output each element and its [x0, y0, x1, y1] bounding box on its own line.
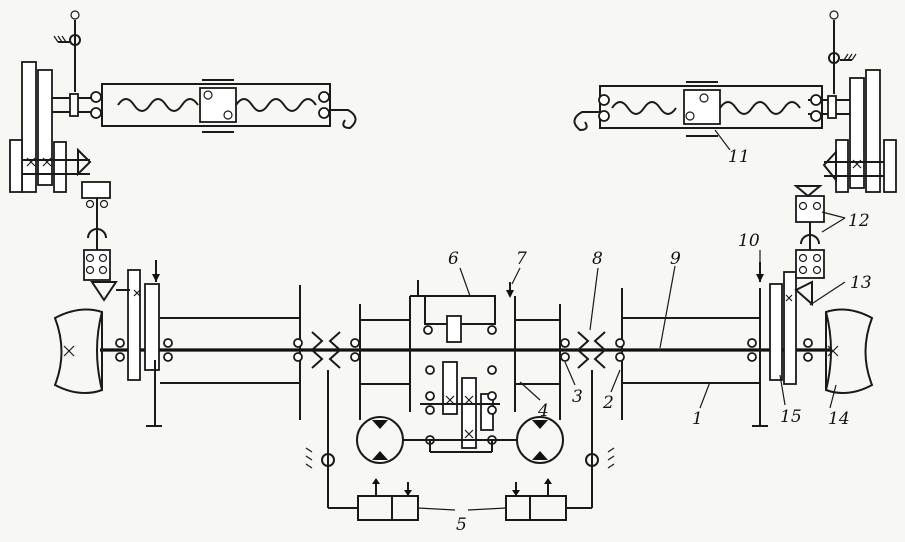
- right-vertical-drive: [793, 185, 825, 279]
- label-10: 10: [738, 231, 760, 251]
- label-7: 7: [516, 249, 527, 269]
- label-1: 1: [692, 409, 703, 429]
- left-vertical-drive: [83, 210, 130, 302]
- label-2: 2: [602, 393, 614, 413]
- left-gear-set: [115, 260, 301, 427]
- left-drum: [53, 308, 103, 395]
- right-coupling: [560, 331, 625, 369]
- right-drum: [825, 308, 874, 395]
- top-left-screw: [90, 79, 357, 133]
- hydraulic-motor-left: [356, 416, 430, 464]
- label-5: 5: [456, 515, 467, 535]
- label-4: 4: [537, 401, 549, 421]
- hydraulic-motor-right: [492, 416, 564, 464]
- top-left-mechanism: [9, 10, 111, 215]
- label-6: 6: [448, 249, 459, 269]
- hydraulic-cylinders: [305, 370, 615, 521]
- label-15: 15: [780, 407, 802, 427]
- label-13: 13: [850, 273, 872, 293]
- leader-lines: [459, 129, 846, 409]
- top-right-screw: [573, 81, 823, 137]
- label-11: 11: [728, 147, 750, 167]
- label-8: 8: [592, 249, 603, 269]
- right-gear-set: [621, 262, 813, 427]
- left-coupling: [293, 331, 360, 369]
- label-9: 9: [670, 249, 681, 269]
- label-14: 14: [828, 409, 850, 429]
- central-gearbox: [359, 280, 561, 453]
- label-3: 3: [572, 387, 583, 407]
- label-12: 12: [848, 211, 870, 231]
